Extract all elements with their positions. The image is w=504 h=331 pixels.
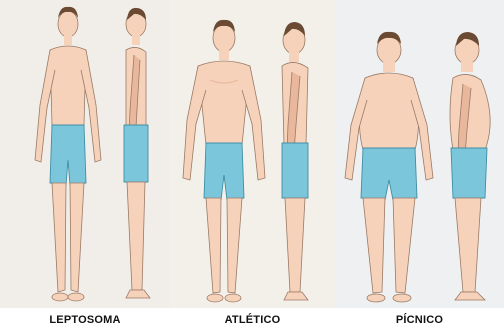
caption-picnico: PÍCNICO (335, 312, 504, 328)
atletico-illustration (170, 0, 335, 308)
picnico-side-figure (450, 32, 490, 300)
leptosoma-front-figure (35, 7, 101, 301)
leptosoma-illustration (0, 0, 170, 308)
leptosoma-side-figure (124, 8, 150, 298)
atletico-side-figure (282, 22, 308, 300)
caption-atletico: ATLÉTICO (170, 312, 335, 328)
caption-leptosoma: LEPTOSOMA (0, 312, 170, 328)
atletico-front-figure (183, 20, 265, 302)
picnico-front-figure (345, 32, 433, 302)
picnico-illustration (335, 0, 504, 308)
